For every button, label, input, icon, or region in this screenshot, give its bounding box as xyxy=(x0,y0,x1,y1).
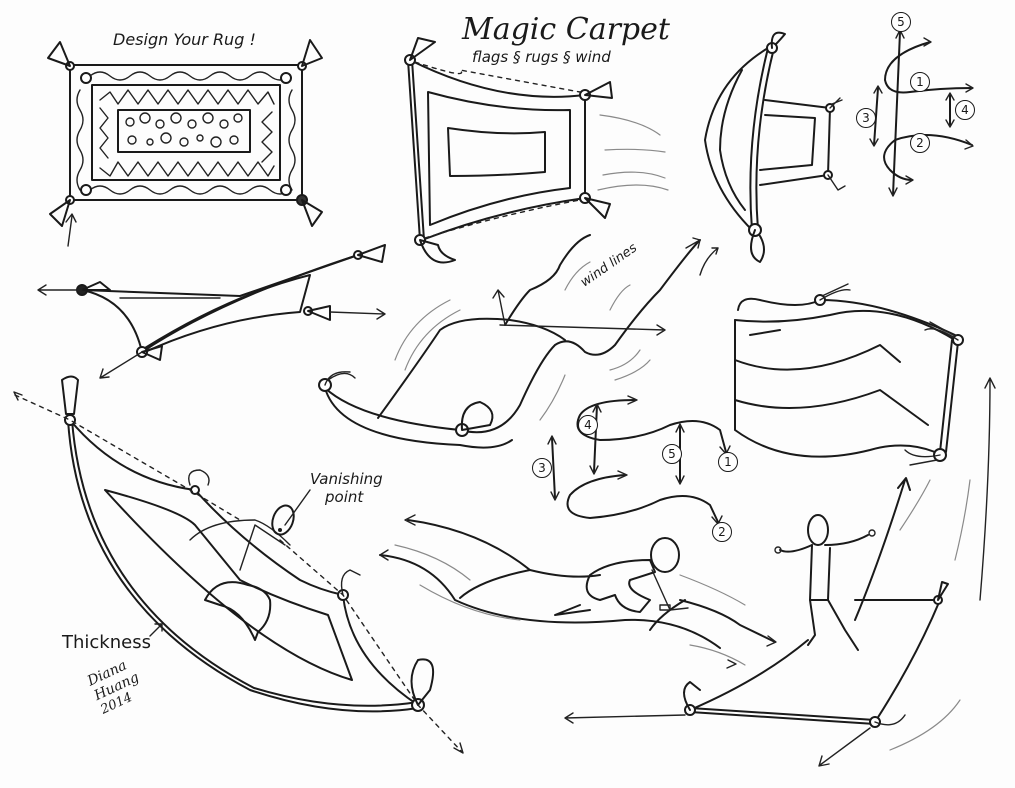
page-subtitle: flags § rugs § wind xyxy=(472,48,611,66)
fold-marker-1: 1 xyxy=(910,72,930,92)
page-title: Magic Carpet xyxy=(462,12,670,47)
fold-marker-3: 3 xyxy=(856,108,876,128)
middle-fold-marker-2: 2 xyxy=(712,522,732,542)
side-view-carpet-illustration xyxy=(699,31,846,276)
fold-marker-2: 2 xyxy=(910,133,930,153)
design-your-rug-label: Design Your Rug ! xyxy=(113,30,256,49)
wind-carpet-illustration xyxy=(318,234,701,449)
fold-diagram-top xyxy=(869,29,974,197)
vanishing-point-label-line2: point xyxy=(325,488,364,506)
thickness-label: Thickness xyxy=(62,632,151,653)
designed-rug-illustration xyxy=(47,39,323,247)
flag-carpet-illustration xyxy=(404,37,669,264)
middle-fold-marker-5: 5 xyxy=(662,444,682,464)
middle-fold-marker-4: 4 xyxy=(578,415,598,435)
standing-rider-carpet-illustration xyxy=(564,477,971,767)
riding-carpet-illustration xyxy=(379,514,777,669)
middle-fold-marker-1: 1 xyxy=(718,452,738,472)
fold-marker-5: 5 xyxy=(891,12,911,32)
fold-marker-4: 4 xyxy=(955,100,975,120)
angled-flying-rug-illustration xyxy=(37,244,386,379)
waving-carpet-illustration xyxy=(734,283,996,601)
vanishing-point-label: Vanishing xyxy=(310,470,383,488)
middle-fold-marker-3: 3 xyxy=(532,458,552,478)
perspective-carpet-illustration xyxy=(13,375,464,754)
fold-diagram-middle xyxy=(547,395,731,525)
